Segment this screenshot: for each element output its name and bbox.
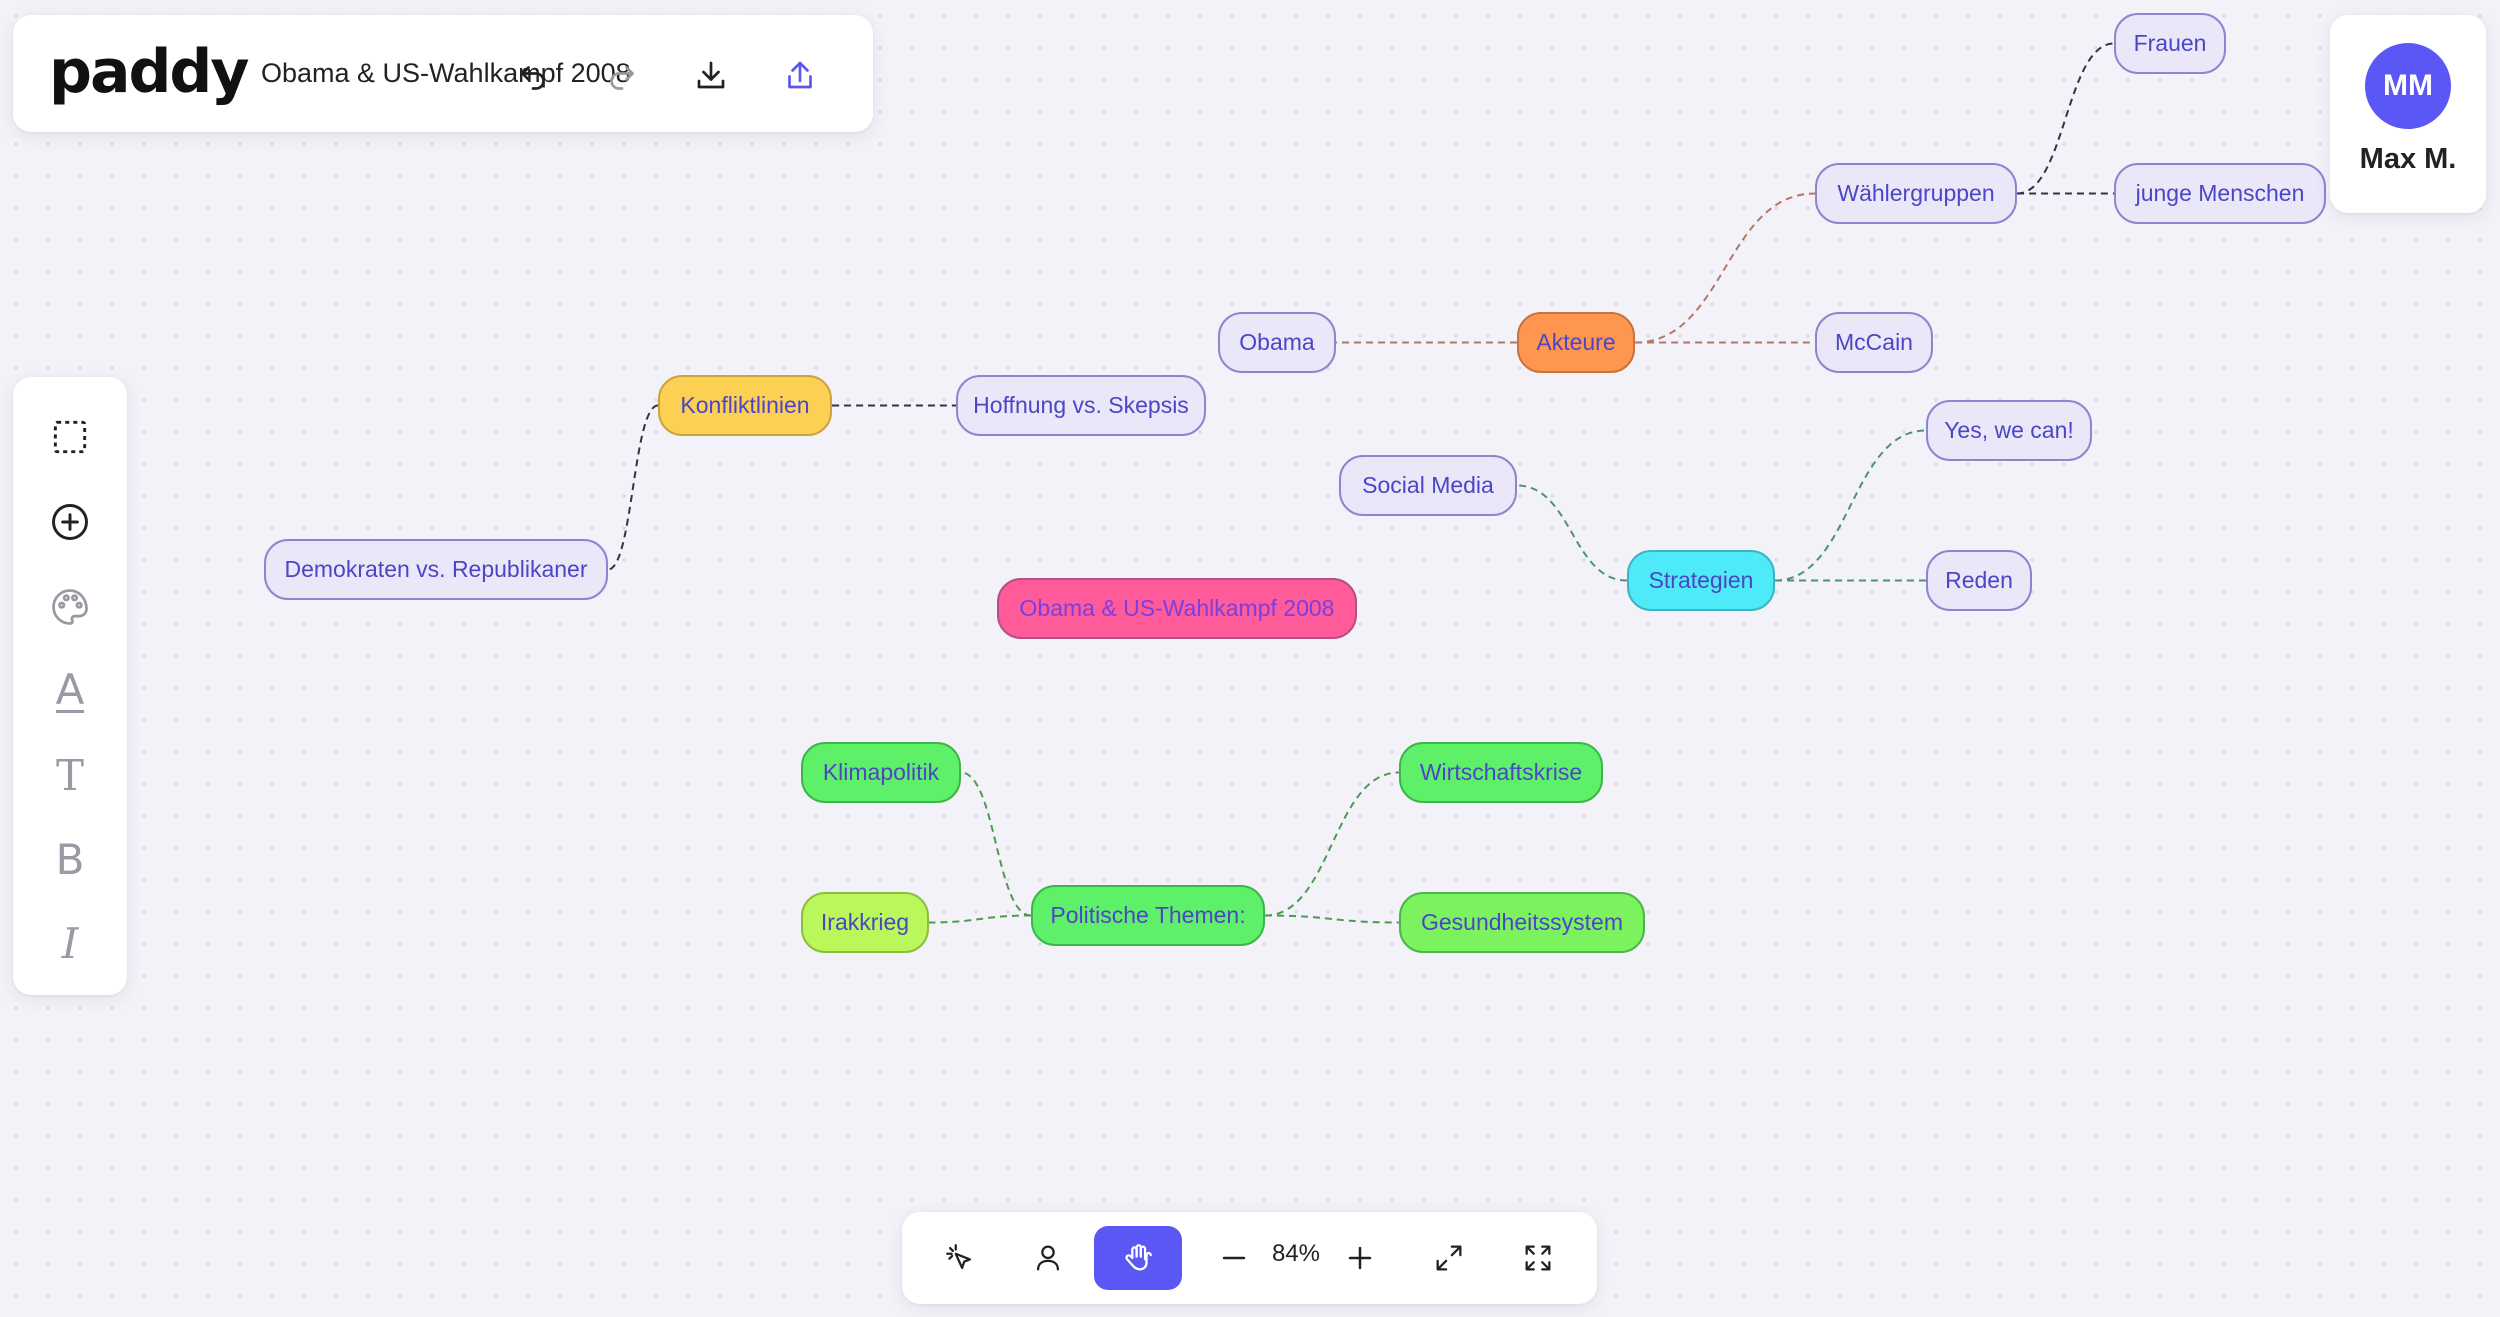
edge-strategien-social — [1516, 484, 1628, 582]
bold-glyph: B — [55, 834, 85, 884]
edge-themen-irak — [928, 914, 1032, 924]
palette-icon[interactable] — [42, 579, 98, 635]
node-demokraten-vs-republikaner[interactable]: Demokraten vs. Republikaner — [264, 539, 608, 600]
top-toolbar: paddy Obama & US-Wahlkampf 2008 — [13, 15, 873, 132]
bottom-toolbar: 84% — [902, 1212, 1597, 1304]
edge-themen-wirtschaft — [1264, 771, 1400, 917]
share-icon[interactable] — [780, 55, 820, 95]
font-color-icon[interactable]: A — [42, 663, 98, 719]
edge-themen-klima — [960, 771, 1032, 917]
edge-themen-gesundheit — [1264, 914, 1400, 924]
node-center-topic[interactable]: Obama & US-Wahlkampf 2008 — [997, 578, 1357, 639]
node-obama[interactable]: Obama — [1218, 312, 1336, 373]
node-mccain[interactable]: McCain — [1815, 312, 1933, 373]
node-yes-we-can[interactable]: Yes, we can! — [1926, 400, 2092, 461]
fit-screen-icon[interactable] — [1417, 1226, 1481, 1290]
avatar[interactable]: MM — [2365, 43, 2451, 129]
add-node-icon[interactable] — [42, 494, 98, 550]
user-name: Max M. — [2359, 143, 2457, 175]
node-konfliktlinien[interactable]: Konfliktlinien — [658, 375, 832, 436]
node-irakkrieg[interactable]: Irakkrieg — [801, 892, 929, 953]
user-panel: MM Max M. — [2330, 15, 2486, 213]
document-title[interactable]: Obama & US-Wahlkampf 2008 — [261, 58, 631, 88]
hand-icon[interactable] — [1094, 1226, 1182, 1290]
node-strategien[interactable]: Strategien — [1627, 550, 1775, 611]
node-reden[interactable]: Reden — [1926, 550, 2032, 611]
node-gesundheitssystem[interactable]: Gesundheitssystem — [1399, 892, 1645, 953]
magic-select-icon[interactable] — [928, 1226, 992, 1290]
zoom-in-icon[interactable] — [1328, 1226, 1392, 1290]
italic-glyph: I — [61, 918, 79, 968]
node-klimapolitik[interactable]: Klimapolitik — [801, 742, 961, 803]
edge-akteure-waehlergruppen — [1634, 192, 1816, 344]
node-waehlergruppen[interactable]: Wählergruppen — [1815, 163, 2017, 224]
text-glyph: T — [55, 750, 84, 800]
node-social-media[interactable]: Social Media — [1339, 455, 1517, 516]
bold-icon[interactable]: B — [42, 831, 98, 887]
select-rectangle-icon[interactable] — [42, 409, 98, 465]
edge-waehlergruppen-frauen — [2016, 42, 2115, 195]
app-logo[interactable]: paddy — [49, 37, 249, 107]
zoom-out-icon[interactable] — [1202, 1226, 1266, 1290]
node-akteure[interactable]: Akteure — [1517, 312, 1635, 373]
italic-icon[interactable]: I — [42, 915, 98, 971]
text-icon[interactable]: T — [42, 747, 98, 803]
edge-konflikt-demrep — [607, 404, 659, 571]
user-icon[interactable] — [1016, 1226, 1080, 1290]
node-frauen[interactable]: Frauen — [2114, 13, 2226, 74]
node-politische-themen[interactable]: Politische Themen: — [1031, 885, 1265, 946]
edge-strategien-yeswecan — [1774, 429, 1927, 582]
redo-icon[interactable] — [602, 55, 642, 95]
fullscreen-icon[interactable] — [1506, 1226, 1570, 1290]
node-wirtschaftskrise[interactable]: Wirtschaftskrise — [1399, 742, 1603, 803]
node-hoffnung-vs-skepsis[interactable]: Hoffnung vs. Skepsis — [956, 375, 1206, 436]
format-toolbar: A T B I — [13, 377, 127, 995]
zoom-level: 84% — [1271, 1240, 1321, 1267]
font-color-glyph: A — [55, 664, 85, 714]
node-junge-menschen[interactable]: junge Menschen — [2114, 163, 2326, 224]
download-icon[interactable] — [691, 55, 731, 95]
undo-icon[interactable] — [513, 55, 553, 95]
